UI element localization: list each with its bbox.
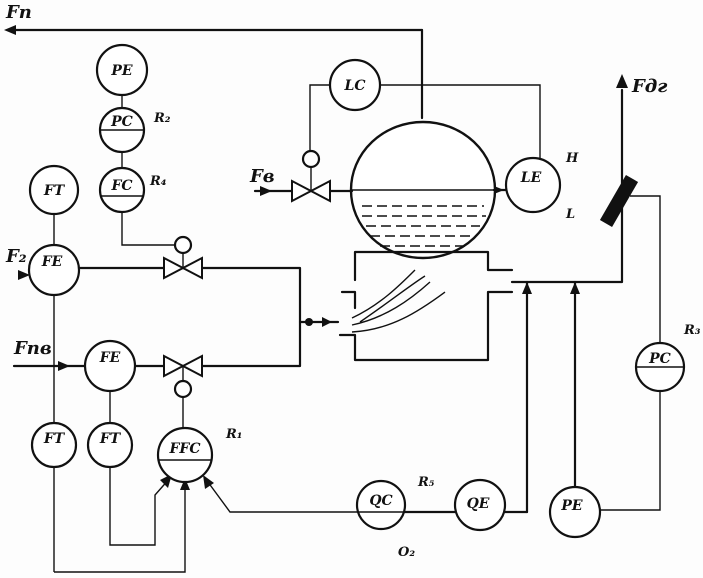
ft-top-instrument: FT	[28, 164, 80, 216]
feedwater-valve	[291, 149, 331, 203]
fe-f2-instrument: FE	[27, 243, 81, 297]
fe-fpv-tag: FE	[99, 350, 121, 366]
air-valve	[163, 354, 203, 428]
flue-gas-line	[510, 74, 661, 514]
oxygen-mark: O₂	[398, 545, 415, 560]
fc-r4-instrument: FC	[98, 166, 146, 214]
stream-label-fp: Fп	[5, 2, 32, 23]
fc-r4-tag: FC	[110, 178, 132, 194]
ffc-r1-tag: FFC	[168, 441, 200, 457]
pe-bottom-tag: PE	[560, 498, 583, 514]
furnace	[338, 250, 514, 362]
stream-label-f2: F₂	[5, 246, 27, 267]
stream-label-fpv: Fпв	[13, 338, 52, 359]
ft-left-instrument: FT	[30, 421, 78, 469]
loop-label-r4: R₄	[149, 174, 167, 189]
pc-r3-tag: PC	[648, 351, 671, 367]
lc-instrument: LC	[328, 58, 382, 112]
stream-label-fv: Fв	[249, 166, 275, 187]
pc-r2-instrument: PC	[98, 106, 146, 154]
pe-top-tag: PE	[110, 63, 133, 79]
signal-lines	[53, 95, 529, 573]
loop-label-r5: R₅	[417, 475, 435, 490]
loop-label-r1: R₁	[225, 427, 243, 442]
ft-mid-tag: FT	[99, 431, 122, 447]
qe-tag: QE	[467, 496, 490, 512]
boiler-drum	[349, 120, 497, 260]
loop-label-r3: R₃	[683, 323, 701, 338]
le-instrument: LE	[504, 156, 562, 214]
qc-r5-tag: QC	[369, 493, 392, 509]
fe-f2-tag: FE	[41, 254, 63, 270]
level-mark-l: L	[565, 207, 575, 222]
pc-r2-tag: PC	[110, 114, 133, 130]
fuel-valve	[121, 210, 203, 280]
steam-header-line	[4, 25, 424, 120]
le-tag: LE	[520, 170, 542, 186]
loop-label-r2: R₂	[153, 111, 171, 126]
fe-fpv-instrument: FE	[83, 339, 137, 393]
lc-tag: LC	[344, 78, 366, 94]
stream-label-fdg: Fдг	[631, 76, 667, 97]
level-mark-h: H	[565, 151, 579, 166]
qe-instrument: QE	[453, 478, 507, 532]
ft-top-tag: FT	[43, 183, 66, 199]
pc-r3-instrument: PC	[634, 341, 686, 393]
pe-top-instrument: PE	[95, 43, 149, 97]
ft-left-tag: FT	[43, 431, 66, 447]
qc-r5-instrument: QC	[355, 479, 407, 531]
ffc-r1-instrument: FFC	[156, 426, 214, 484]
pe-bottom-instrument: PE	[548, 485, 602, 539]
ft-mid-instrument: FT	[86, 421, 134, 469]
